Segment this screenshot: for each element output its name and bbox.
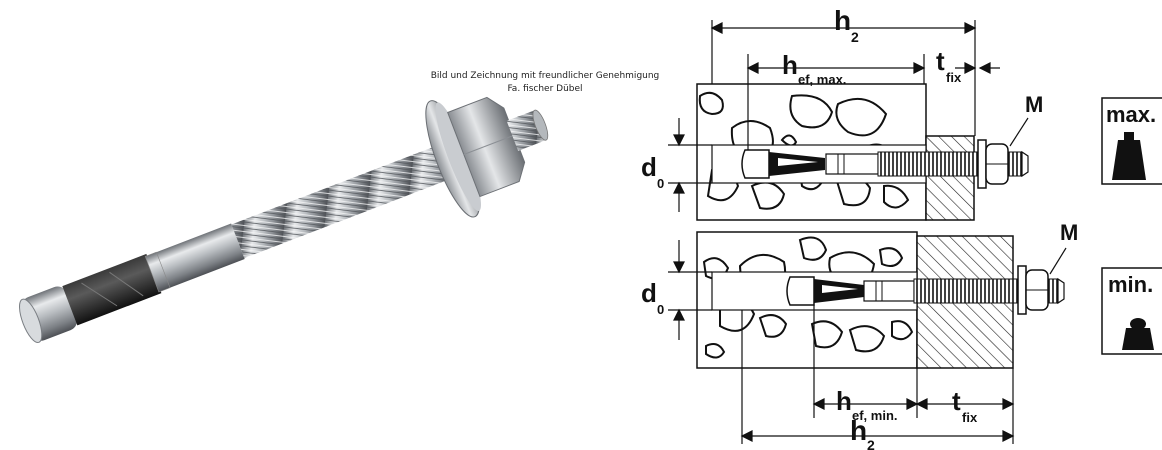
dim-tfix-bottom: t fix [952,386,978,425]
fixture-plate-top [925,135,975,221]
svg-text:h: h [782,50,798,80]
svg-text:2: 2 [867,437,875,450]
svg-text:h: h [834,5,851,36]
hex-nut [447,96,526,198]
m-label-bottom: M [1060,220,1078,245]
dim-h2-top: h 2 [834,5,859,45]
min-label: min. [1108,272,1153,297]
weight-large-icon [1112,132,1146,180]
svg-text:fix: fix [962,410,978,425]
svg-text:2: 2 [851,29,859,45]
caption-line-1: Bild und Zeichnung mit freundlicher Gene… [430,71,660,81]
svg-text:h: h [850,415,867,446]
drawing-max-embedment: h 2 h ef, max. t fix d 0 M [641,5,1043,221]
anchor-bolt-illustration [19,96,549,343]
dim-h2-bottom: h 2 [850,415,875,450]
thread-bottom [913,278,1019,304]
expansion-sleeve [62,253,162,326]
svg-text:ef, max.: ef, max. [798,72,846,87]
svg-text:fix: fix [946,70,962,85]
dim-hef-max: h ef, max. [782,50,846,87]
legend-box-min: min. [1101,267,1162,355]
bolt-shaft [145,223,245,292]
weight-small-icon [1122,318,1154,350]
svg-text:0: 0 [657,302,664,317]
dim-d0-bottom: d 0 [641,278,664,317]
svg-text:d: d [641,152,657,182]
drawing-min-embedment: h 2 h ef, min. t fix d 0 M [641,220,1078,450]
dim-tfix-top: t fix [936,46,962,85]
thread-top [877,151,979,177]
bolt-thread [231,146,448,259]
svg-text:d: d [641,278,657,308]
svg-text:ef, min.: ef, min. [852,408,898,423]
svg-text:h: h [836,386,852,416]
svg-text:t: t [936,46,945,76]
caption-line-2: Fa. fischer Dübel [507,84,583,94]
dim-d0-top: d 0 [641,152,664,191]
svg-text:0: 0 [657,176,664,191]
m-label-top: M [1025,92,1043,117]
svg-text:t: t [952,386,961,416]
dim-hef-min: h ef, min. [836,386,898,423]
legend-box-max: max. [1101,97,1162,185]
max-label: max. [1106,102,1156,127]
image-credit-caption: Bild und Zeichnung mit freundlicher Gene… [380,70,710,96]
